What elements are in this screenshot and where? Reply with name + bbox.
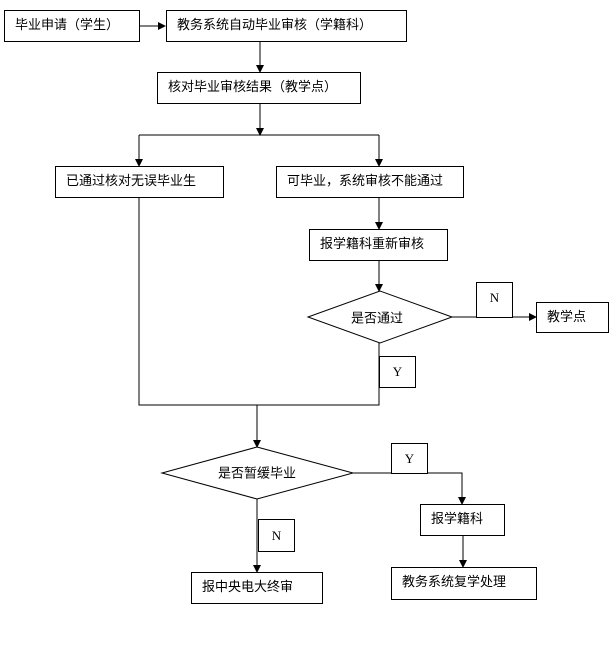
arrow-defer-yes bbox=[353, 472, 466, 505]
node-teaching-point: 教学点 bbox=[536, 302, 609, 333]
label-defer-yes: Y bbox=[391, 443, 428, 474]
decision-pass-label: 是否通过 bbox=[350, 311, 404, 327]
node-report-registry: 报学籍科 bbox=[420, 504, 505, 536]
decision-diamond-defer bbox=[160, 446, 355, 500]
node-resume-study: 教务系统复学处理 bbox=[391, 567, 537, 600]
node-verify: 核对毕业审核结果（教学点） bbox=[157, 72, 361, 104]
node-apply: 毕业申请（学生） bbox=[4, 10, 140, 42]
node-auto-audit: 教务系统自动毕业审核（学籍科） bbox=[166, 10, 407, 42]
label-pass-yes: Y bbox=[379, 356, 416, 388]
node-failed-system: 可毕业，系统审核不能通过 bbox=[276, 166, 464, 198]
label-defer-no: N bbox=[258, 519, 295, 552]
decision-defer-label: 是否暂缓毕业 bbox=[217, 466, 297, 482]
node-reaudit: 报学籍科重新审核 bbox=[309, 229, 448, 261]
node-passed: 已通过核对无误毕业生 bbox=[55, 166, 224, 198]
decision-diamond-pass bbox=[306, 290, 454, 344]
node-final-review: 报中央电大终审 bbox=[191, 572, 323, 604]
label-pass-no: N bbox=[476, 282, 513, 318]
